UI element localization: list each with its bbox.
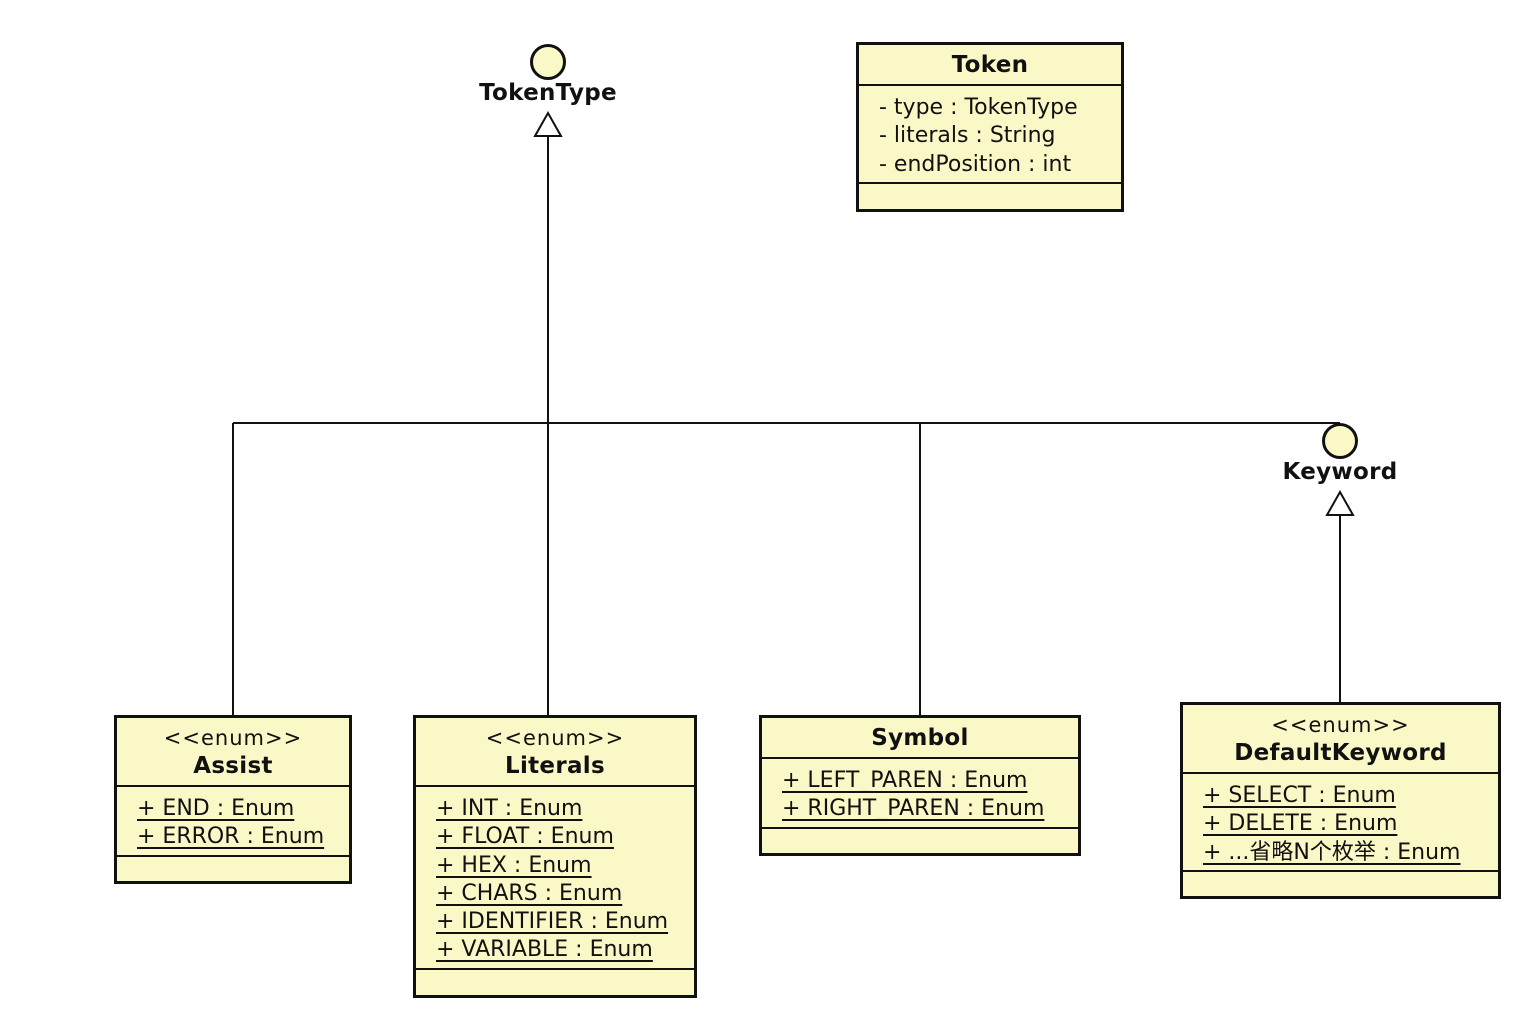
class-name: Symbol (871, 725, 969, 751)
class-token[interactable]: Token - type : TokenType - literals : St… (856, 42, 1124, 212)
operation-compartment (416, 970, 694, 984)
class-symbol[interactable]: Symbol + LEFT_PAREN : Enum + RIGHT_PAREN… (759, 715, 1081, 856)
enum-constant: + INT : Enum (436, 796, 583, 821)
class-defaultkeyword[interactable]: <<enum>> DefaultKeyword + SELECT : Enum … (1180, 702, 1501, 899)
enum-constant: + RIGHT_PAREN : Enum (782, 796, 1045, 822)
enum-constant: + SELECT : Enum (1203, 783, 1396, 808)
class-name: Assist (193, 753, 273, 779)
class-header: <<enum>> Assist (117, 718, 349, 787)
interface-tokentype[interactable]: TokenType (468, 44, 628, 106)
interface-lollipop-icon (1322, 423, 1358, 459)
stereotype-label: <<enum>> (485, 726, 625, 750)
stereotype-label: <<enum>> (1271, 713, 1410, 737)
interface-lollipop-icon (530, 44, 566, 80)
class-header: <<enum>> Literals (416, 718, 694, 787)
enum-constant: + VARIABLE : Enum (436, 937, 653, 963)
attribute: - endPosition : int (879, 151, 1072, 177)
class-header: <<enum>> DefaultKeyword (1183, 705, 1498, 774)
generalization-arrowhead-tokentype (533, 110, 563, 137)
attribute: - literals : String (879, 123, 1056, 149)
enum-constant: + END : Enum (137, 796, 295, 821)
interface-name: Keyword (1282, 459, 1398, 485)
enum-constant: + ...省略N个枚举 : Enum (1203, 839, 1461, 865)
enum-constant: + FLOAT : Enum (436, 824, 614, 850)
class-assist[interactable]: <<enum>> Assist + END : Enum + ERROR : E… (114, 715, 352, 884)
enum-constant: + CHARS : Enum (436, 880, 623, 906)
attribute-compartment: - type : TokenType - literals : String -… (859, 86, 1121, 184)
enum-constant: + LEFT_PAREN : Enum (782, 768, 1028, 793)
attribute-compartment: + SELECT : Enum + DELETE : Enum + ...省略N… (1183, 774, 1498, 872)
generalization-arrowhead-keyword (1325, 489, 1355, 516)
interface-name: TokenType (479, 80, 617, 106)
operation-compartment (1183, 872, 1498, 886)
operation-compartment (117, 857, 349, 871)
attribute: - type : TokenType (879, 95, 1078, 120)
interface-keyword[interactable]: Keyword (1260, 423, 1420, 485)
enum-constant: + ERROR : Enum (137, 824, 325, 850)
class-header: Token (859, 45, 1121, 86)
class-literals[interactable]: <<enum>> Literals + INT : Enum + FLOAT :… (413, 715, 697, 998)
class-name: Token (951, 52, 1029, 78)
operation-compartment (859, 184, 1121, 198)
class-header: Symbol (762, 718, 1078, 759)
stereotype-label: <<enum>> (163, 726, 303, 750)
class-name: Literals (505, 753, 605, 779)
enum-constant: + IDENTIFIER : Enum (436, 909, 669, 935)
operation-compartment (762, 829, 1078, 843)
enum-constant: + DELETE : Enum (1203, 811, 1398, 837)
class-name: DefaultKeyword (1234, 740, 1447, 766)
attribute-compartment: + END : Enum + ERROR : Enum (117, 787, 349, 857)
attribute-compartment: + INT : Enum + FLOAT : Enum + HEX : Enum… (416, 787, 694, 970)
attribute-compartment: + LEFT_PAREN : Enum + RIGHT_PAREN : Enum (762, 759, 1078, 829)
enum-constant: + HEX : Enum (436, 852, 592, 878)
